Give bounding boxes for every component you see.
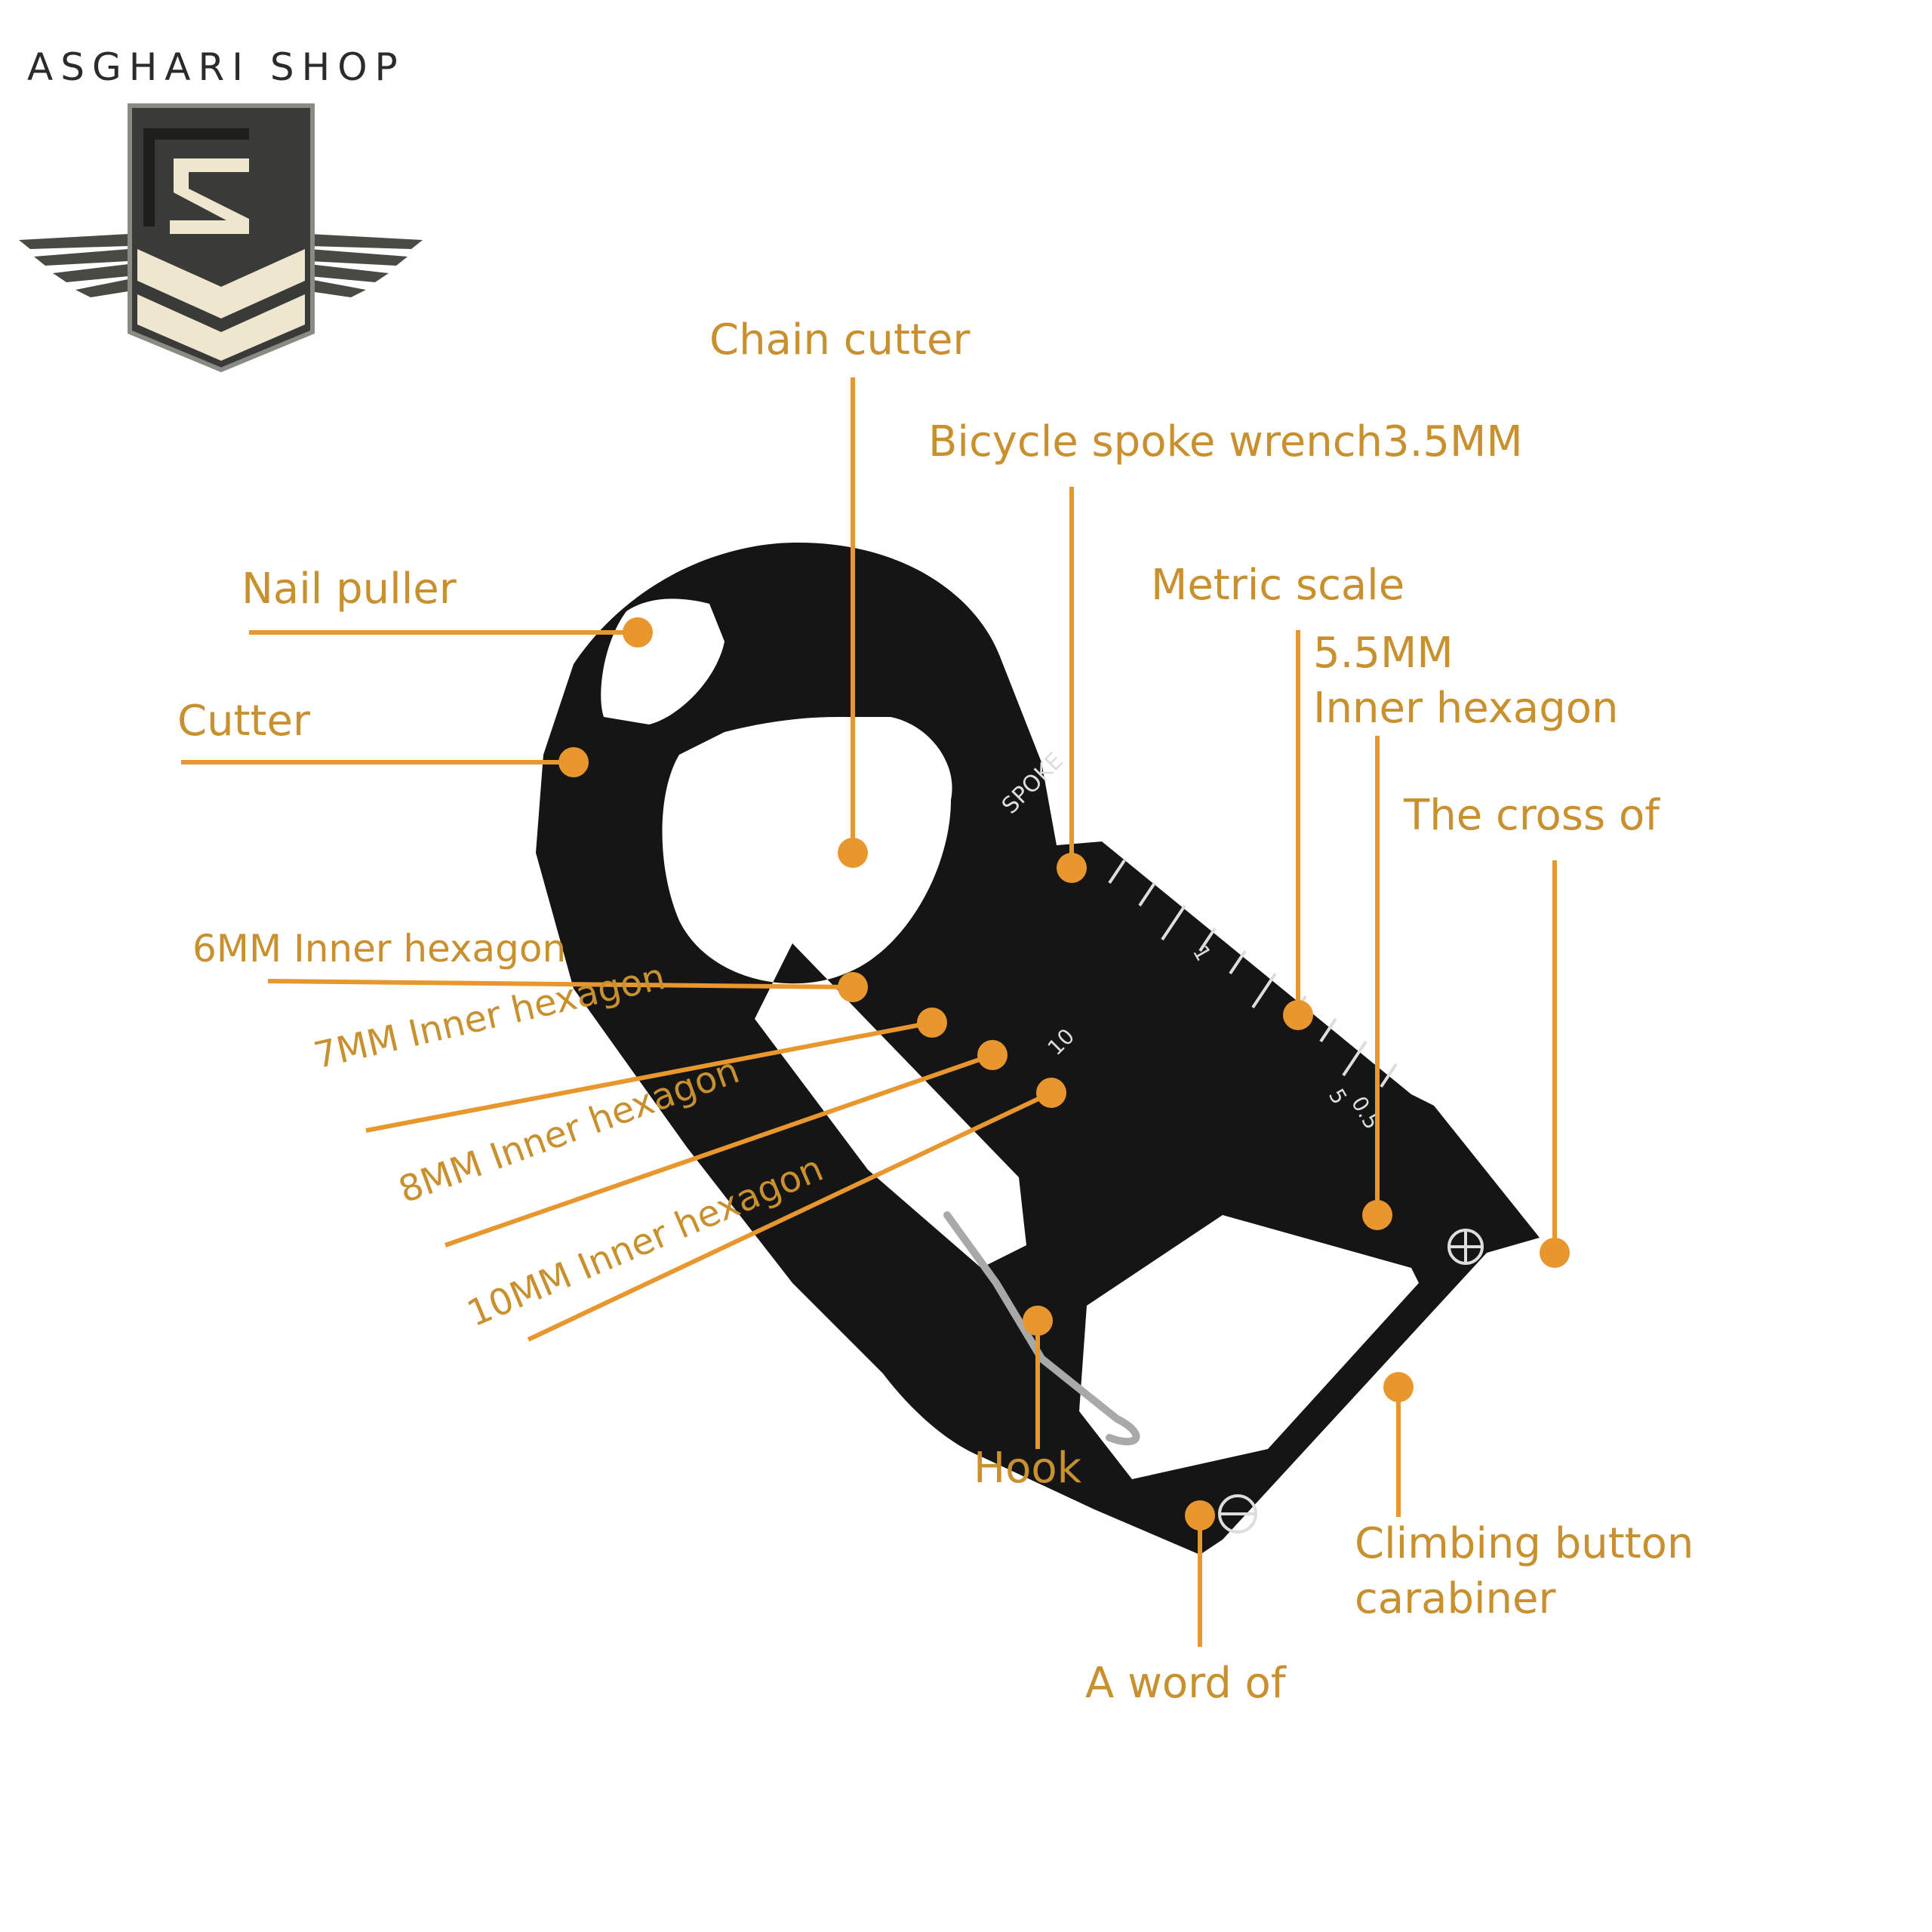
callout-label-line: 6MM Inner hexagon: [192, 927, 567, 971]
callout-label-line: Chain cutter: [709, 315, 971, 365]
callout-dot-hexagon-8mm: [977, 1040, 1008, 1070]
callout-dot-hexagon-6mm: [838, 972, 868, 1002]
callout-dot-climbing-carabiner: [1383, 1372, 1414, 1402]
callout-metric-scale: Metric scale: [1151, 558, 1404, 614]
logo-initials: AS: [221, 157, 223, 159]
leader-line-hexagon-7mm: [365, 1020, 933, 1133]
callout-dot-bicycle-spoke-wrench: [1057, 853, 1087, 883]
carabiner-hook-wire: [943, 1211, 1140, 1446]
callout-dot-hexagon-7mm: [917, 1008, 947, 1038]
callout-label-line: A word of: [1085, 1659, 1286, 1708]
callout-label-line: Nail puller: [242, 565, 457, 614]
callout-bicycle-spoke-wrench: Bicycle spoke wrench3.5MM: [928, 415, 1523, 470]
callout-dots: [558, 617, 1570, 1531]
callout-dot-metric-scale: [1283, 1000, 1313, 1030]
shop-logo: AS: [19, 103, 423, 373]
callout-label-line: Metric scale: [1151, 561, 1405, 610]
callout-dot-hook: [1023, 1306, 1053, 1336]
callout-leader-lines: [181, 377, 1557, 1647]
callout-label-line: Climbing button: [1355, 1519, 1694, 1568]
callout-cross-screwdriver: The cross of: [1404, 789, 1660, 844]
callout-label-line: Bicycle spoke wrench3.5MM: [928, 417, 1523, 466]
leader-line-hexagon-8mm: [445, 1053, 993, 1247]
callout-label-line: 5.5MM: [1313, 629, 1454, 678]
leader-line-hexagon-6mm: [267, 979, 854, 989]
callout-dot-flat-screwdriver: [1185, 1500, 1215, 1531]
callout-label-line: carabiner: [1355, 1574, 1556, 1623]
callout-label-line: The cross of: [1404, 791, 1660, 840]
callout-dot-chain-cutter: [838, 838, 868, 868]
callout-chain-cutter: Chain cutter: [709, 313, 970, 368]
callout-dot-cross-screwdriver: [1540, 1238, 1570, 1268]
callout-flat-screwdriver: A word of: [1085, 1657, 1286, 1712]
callout-label-line: Cutter: [177, 697, 310, 746]
callout-dot-hexagon-5-5mm: [1362, 1200, 1392, 1230]
leader-line-hexagon-10mm: [527, 1091, 1053, 1342]
callout-cutter: Cutter: [177, 694, 310, 749]
right-wing-icon: [309, 234, 423, 297]
callout-label-line: Inner hexagon: [1313, 683, 1619, 733]
callout-dot-hexagon-10mm: [1036, 1078, 1066, 1108]
callout-hexagon-6mm: 6MM Inner hexagon: [192, 924, 566, 974]
callout-dot-nail-puller: [623, 617, 653, 648]
callout-dot-cutter: [558, 747, 589, 777]
callout-hook: Hook: [974, 1441, 1081, 1497]
shop-name: ASGHARI SHOP: [27, 45, 405, 89]
callout-nail-puller: Nail puller: [242, 562, 457, 617]
left-wing-icon: [19, 234, 128, 297]
callout-hexagon-5-5mm: 5.5MM Inner hexagon: [1313, 626, 1619, 737]
callout-climbing-carabiner: Climbing button carabiner: [1355, 1517, 1694, 1627]
callout-label-line: Hook: [974, 1444, 1082, 1493]
